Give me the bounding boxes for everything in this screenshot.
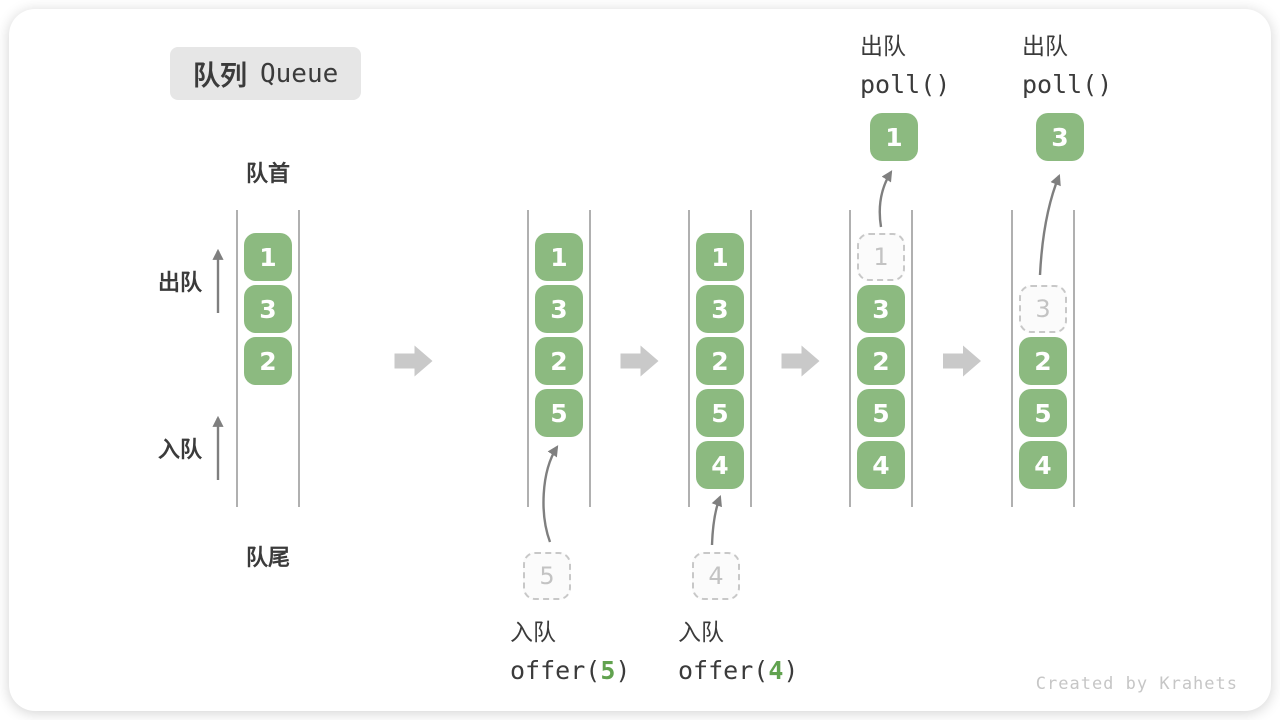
op-code-part: poll() (860, 70, 951, 99)
op-code-arg: 4 (768, 656, 784, 685)
op-code-part: ) (783, 656, 799, 685)
queue-item-box: 2 (1019, 337, 1067, 385)
next-state-arrow-icon (781, 345, 820, 377)
queue-slot-dashed: 3 (1019, 285, 1067, 333)
dequeued-item-box: 1 (870, 113, 918, 161)
queue-item-box: 1 (535, 233, 583, 281)
op-code-part: ) (615, 656, 631, 685)
pending-item-box: 4 (692, 552, 740, 600)
dequeue-move-arrow (878, 170, 893, 228)
enqueue-move-arrow (710, 494, 722, 546)
queue-item-box: 3 (244, 285, 292, 333)
op-code-part: offer( (510, 656, 601, 685)
queue-item-box: 3 (857, 285, 905, 333)
op-code-text: offer(5) (510, 656, 630, 685)
queue-item-box: 2 (244, 337, 292, 385)
op-code-text: offer(4) (678, 656, 798, 685)
queue-item-box: 5 (696, 389, 744, 437)
op-code-part: poll() (1022, 70, 1113, 99)
queue-item-box: 3 (696, 285, 744, 333)
label-dequeue-side: 出队 (158, 271, 203, 296)
next-state-arrow-icon (620, 345, 659, 377)
queue-item-box: 4 (1019, 441, 1067, 489)
op-code-arg: 5 (600, 656, 616, 685)
queue-slot-dashed: 1 (857, 233, 905, 281)
next-state-arrow-icon (394, 345, 433, 377)
op-label-zh: 入队 (678, 620, 724, 646)
queue-item-box: 2 (857, 337, 905, 385)
queue-item-box: 5 (1019, 389, 1067, 437)
queue-item-box: 2 (535, 337, 583, 385)
op-label-zh: 出队 (860, 34, 906, 60)
queue-item-box: 4 (696, 441, 744, 489)
queue-item-box: 1 (696, 233, 744, 281)
dequeue-op-label: 出队 poll() (860, 27, 950, 99)
dequeued-item-box: 3 (1036, 113, 1084, 161)
op-label-zh: 出队 (1022, 34, 1068, 60)
label-queue-front: 队首 (246, 162, 291, 187)
op-code-text: poll() (1022, 70, 1112, 99)
op-code-text: poll() (860, 70, 950, 99)
queue-item-box: 4 (857, 441, 905, 489)
dequeue-op-label: 出队 poll() (1022, 27, 1112, 99)
watermark: Created by Krahets (1035, 674, 1238, 694)
enqueue-op-label: 入队 offer(5) (510, 613, 630, 685)
queue-item-box: 3 (535, 285, 583, 333)
label-enqueue-side: 入队 (158, 438, 203, 463)
queue-item-box: 1 (244, 233, 292, 281)
pending-item-box: 5 (523, 552, 571, 600)
op-code-part: offer( (678, 656, 769, 685)
queue-item-box: 5 (857, 389, 905, 437)
enqueue-move-arrow (542, 445, 559, 543)
dequeue-move-arrow (1038, 173, 1061, 276)
page-title-en: Queue (260, 58, 339, 89)
next-state-arrow-icon (943, 345, 981, 377)
label-queue-rear: 队尾 (246, 546, 291, 571)
op-label-zh: 入队 (510, 620, 556, 646)
title-badge: 队列 Queue (170, 47, 362, 100)
queue-item-box: 2 (696, 337, 744, 385)
queue-item-box: 5 (535, 389, 583, 437)
page-title-zh: 队列 (193, 61, 247, 92)
enqueue-op-label: 入队 offer(4) (678, 613, 798, 685)
